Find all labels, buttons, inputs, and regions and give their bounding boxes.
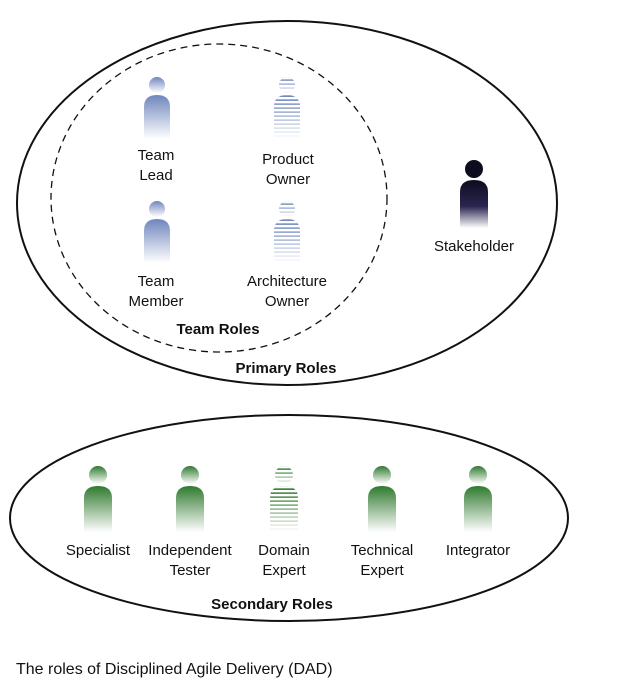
- role-stakeholder: Stakeholder: [434, 160, 514, 255]
- role-architecture-owner: Architecture Owner: [247, 201, 327, 310]
- figure-caption: The roles of Disciplined Agile Delivery …: [16, 661, 333, 678]
- role-label-line2: Expert: [360, 562, 404, 579]
- role-technical-expert: Technical Expert: [351, 466, 414, 579]
- role-label-line2: Tester: [170, 562, 211, 579]
- secondary-roles-boundary: [9, 414, 569, 622]
- primary-roles-boundary: [16, 20, 558, 386]
- role-label-line1: Specialist: [66, 542, 131, 559]
- person-icon: [144, 77, 170, 139]
- role-specialist: Specialist: [66, 466, 131, 559]
- team-roles-boundary: [50, 43, 388, 353]
- role-team-lead: Team Lead: [138, 77, 175, 184]
- role-label-line1: Team: [138, 273, 175, 290]
- role-label-line2: Member: [128, 293, 183, 310]
- role-label-line1: Integrator: [446, 542, 510, 559]
- role-label-line1: Product: [262, 151, 315, 168]
- role-label-line1: Technical: [351, 542, 414, 559]
- role-label-line2: Owner: [265, 293, 309, 310]
- person-icon: [270, 466, 298, 532]
- team-roles-label: Team Roles: [176, 321, 259, 338]
- role-label-line2: Owner: [266, 171, 310, 188]
- person-icon: [274, 201, 300, 263]
- person-icon: [368, 466, 396, 532]
- person-icon: [464, 466, 492, 532]
- role-label-line2: Expert: [262, 562, 306, 579]
- role-label-line1: Team: [138, 147, 175, 164]
- secondary-roles-label: Secondary Roles: [211, 596, 333, 613]
- primary-roles-label: Primary Roles: [236, 360, 337, 377]
- person-icon: [84, 466, 112, 532]
- role-independent-tester: Independent Tester: [148, 466, 233, 579]
- role-label-line1: Independent: [148, 542, 232, 559]
- role-label-line1: Domain: [258, 542, 310, 559]
- role-label-line1: Stakeholder: [434, 238, 514, 255]
- role-team-member: Team Member: [128, 201, 184, 310]
- person-icon: [274, 77, 300, 139]
- person-icon: [144, 201, 170, 263]
- role-label-line1: Architecture: [247, 273, 327, 290]
- person-icon: [460, 160, 488, 228]
- role-integrator: Integrator: [446, 466, 510, 559]
- person-icon: [176, 466, 204, 532]
- role-product-owner: Product Owner: [262, 77, 315, 188]
- role-domain-expert: Domain Expert: [258, 466, 310, 579]
- role-label-line2: Lead: [139, 167, 172, 184]
